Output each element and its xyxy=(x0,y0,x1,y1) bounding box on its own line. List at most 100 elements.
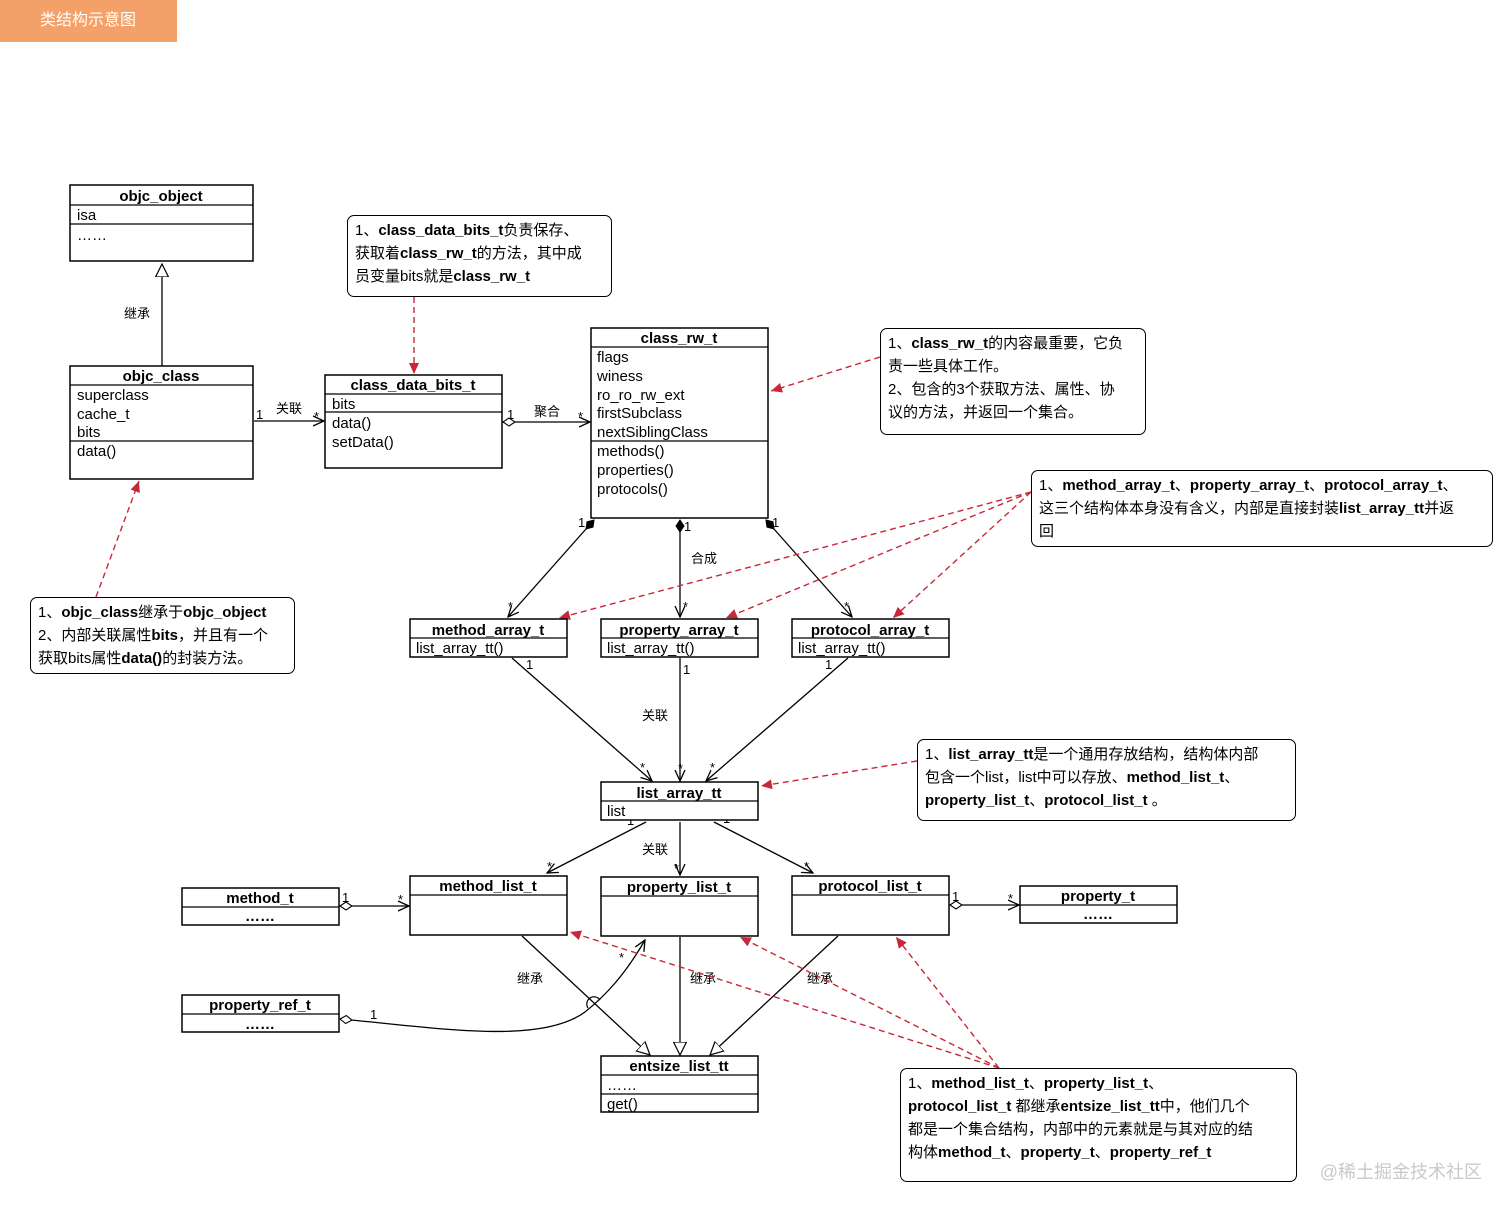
class-protocol-array-t: protocol_array_t list_array_tt() xyxy=(791,618,950,658)
note-text: 包含一个list，list中可以存放、 xyxy=(925,769,1127,786)
note-line: 都是一个集合结构，内部中的元素就是与其对应的结 xyxy=(908,1118,1289,1141)
mult-one: 1 xyxy=(578,515,585,530)
note-bold-text: entsize_list_tt xyxy=(1060,1098,1160,1115)
mult-many: * xyxy=(844,599,849,614)
note-bold-text: method_list_t xyxy=(931,1075,1029,1092)
note-bold-text: objc_class xyxy=(61,604,139,621)
assoc-label: 关联 xyxy=(642,708,668,723)
class-title: property_t xyxy=(1061,888,1135,905)
note-text: 、 xyxy=(1028,1075,1044,1092)
note-text: 1、 xyxy=(38,604,62,621)
note-pointer-method-list xyxy=(569,930,1000,1069)
note-text: 1、 xyxy=(925,746,949,763)
class-title: class_rw_t xyxy=(641,330,718,347)
class-property-array-t: property_array_t list_array_tt() xyxy=(600,618,759,658)
mult-one: 1 xyxy=(825,657,832,672)
class-field: superclass xyxy=(77,387,149,404)
note-bold-text: class_rw_t xyxy=(911,335,989,352)
note-pointer-property-list xyxy=(739,936,1000,1069)
class-title: method_list_t xyxy=(439,878,537,895)
mult-many: * xyxy=(804,859,809,874)
note-pointer-property-array xyxy=(725,491,1032,619)
note-pointer-objc-class xyxy=(95,480,140,598)
note-text: 是一个通用存放结构，结构体内部 xyxy=(1033,746,1259,763)
assoc-label: 关联 xyxy=(276,401,302,416)
note-line: 包含一个list，list中可以存放、method_list_t、 xyxy=(925,766,1288,789)
inherit-line-protocol-list xyxy=(710,935,839,1055)
note-text: 、 xyxy=(1442,477,1458,494)
class-field: flags xyxy=(597,349,629,366)
class-method-array-t: method_array_t list_array_tt() xyxy=(409,618,568,658)
note-text: 、 xyxy=(1094,1144,1110,1161)
class-field: list xyxy=(607,803,626,820)
inherit-label: 继承 xyxy=(690,971,716,986)
assoc-line-method-array xyxy=(511,657,652,781)
mult-one: 1 xyxy=(772,515,779,530)
note-bold-text: property_list_t xyxy=(925,792,1030,809)
mult-one: 1 xyxy=(683,662,690,677)
note-bold-text: method_list_t xyxy=(1126,769,1225,786)
note-bold-text: property_t xyxy=(1020,1144,1095,1161)
note-line: 构体method_t、property_t、property_ref_t xyxy=(908,1141,1289,1164)
note-bold-text: list_array_tt xyxy=(948,746,1034,763)
note-bold-text: protocol_list_t xyxy=(1044,792,1148,809)
inherit-label: 继承 xyxy=(124,306,150,321)
class-property-t: property_t …… xyxy=(1019,885,1178,924)
assoc-label: 关联 xyxy=(642,842,668,857)
class-field: list_array_tt() xyxy=(607,640,695,657)
note-bold-text: method_array_t xyxy=(1062,477,1175,494)
note-text: 中，他们几个 xyxy=(1159,1098,1250,1115)
note-line: 1、objc_class继承于objc_object xyxy=(38,601,287,624)
note-list-types: 1、method_list_t、property_list_t、protocol… xyxy=(900,1068,1297,1182)
inherit-label: 继承 xyxy=(807,971,833,986)
class-field: …… xyxy=(607,1077,637,1094)
note-line: 1、list_array_tt是一个通用存放结构，结构体内部 xyxy=(925,743,1288,766)
note-line: 1、method_list_t、property_list_t、 xyxy=(908,1072,1289,1095)
mult-many: * xyxy=(578,409,583,424)
mult-many: * xyxy=(508,599,513,614)
inherit-line-method-list xyxy=(521,935,650,1055)
note-bold-text: data() xyxy=(121,650,163,667)
note-line: protocol_list_t 都继承entsize_list_tt中，他们几个 xyxy=(908,1095,1289,1118)
note-text: 构体 xyxy=(908,1144,939,1161)
note-bold-text: protocol_list_t xyxy=(908,1098,1012,1115)
class-field: ro_ro_rw_ext xyxy=(597,387,685,404)
diagram-title-tag: 类结构示意图 xyxy=(0,0,177,42)
mult-many: * xyxy=(710,760,715,775)
note-bold-text: class_data_bits_t xyxy=(378,222,504,239)
note-line: property_list_t、protocol_list_t 。 xyxy=(925,789,1288,812)
class-field: …… xyxy=(245,908,275,925)
note-line: 回 xyxy=(1039,520,1485,543)
note-text: 议的方法，并返回一个集合。 xyxy=(888,404,1084,421)
note-bold-text: protocol_array_t xyxy=(1324,477,1443,494)
compose-line-protocol-array xyxy=(766,520,852,617)
class-class-data-bits-t: class_data_bits_t bits data() setData() xyxy=(324,374,503,469)
class-method: data() xyxy=(332,415,371,432)
note-text: 获取着 xyxy=(355,245,401,262)
class-property-list-t: property_list_t xyxy=(600,876,759,937)
class-property-ref-t: property_ref_t …… xyxy=(181,994,340,1033)
class-field: bits xyxy=(332,396,355,413)
class-objc-class: objc_class superclass cache_t bits data(… xyxy=(69,365,254,480)
note-text: 2、包含的3个获取方法、属性、协 xyxy=(888,381,1115,398)
note-text: 1、 xyxy=(355,222,379,239)
note-text: 这三个结构体本身没有含义，内部是直接封装 xyxy=(1039,500,1340,517)
compose-label: 合成 xyxy=(691,551,717,566)
compose-line-method-array xyxy=(508,520,594,617)
class-field: nextSiblingClass xyxy=(597,424,708,441)
note-line: 1、method_array_t、property_array_t、protoc… xyxy=(1039,474,1485,497)
mult-one: 1 xyxy=(370,1007,377,1022)
class-field: …… xyxy=(245,1016,275,1033)
note-text: 员变量bits就是 xyxy=(355,268,454,285)
mult-many: * xyxy=(398,892,403,907)
note-line: 1、class_rw_t的内容最重要，它负 xyxy=(888,332,1138,355)
note-line: 这三个结构体本身没有含义，内部是直接封装list_array_tt并返 xyxy=(1039,497,1485,520)
class-field: …… xyxy=(1083,906,1113,923)
class-method: data() xyxy=(77,443,116,460)
note-pointer-protocol-list xyxy=(895,936,1000,1069)
class-title: list_array_tt xyxy=(636,785,721,802)
class-field: winess xyxy=(596,368,643,385)
class-field: bits xyxy=(77,424,100,441)
note-line: 责一些具体工作。 xyxy=(888,355,1138,378)
